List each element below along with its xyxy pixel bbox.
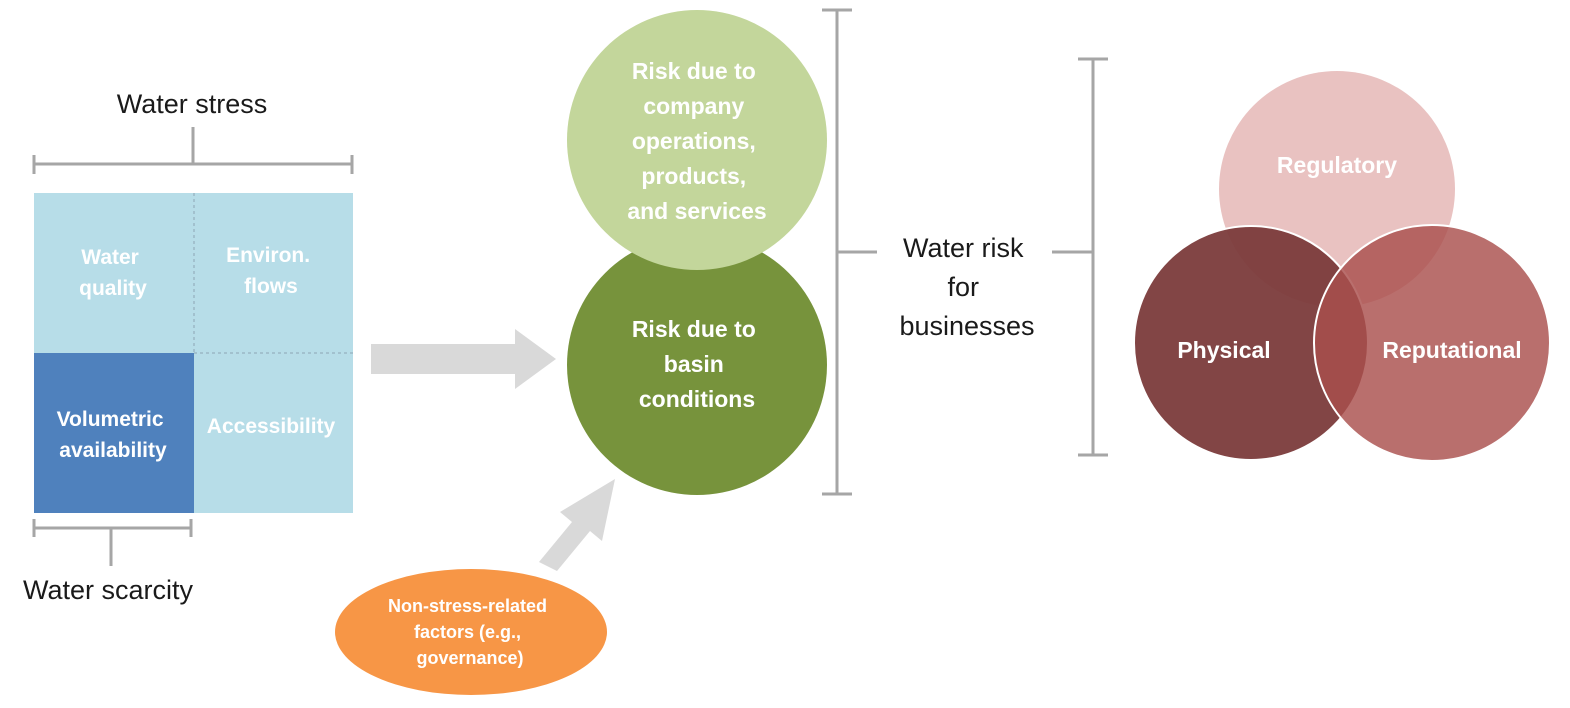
cell-environ-flows-label: Environ. flows	[226, 244, 316, 298]
ellipse-non-stress-factors	[335, 569, 607, 695]
water-scarcity-label: Water scarcity	[23, 575, 194, 605]
cell-accessibility	[194, 353, 353, 513]
non-stress-factors-label: Non-stress-related factors (e.g., govern…	[388, 596, 552, 668]
cell-volumetric-availability-label: Volumetric availability	[57, 408, 170, 462]
circle-reputational	[1313, 224, 1551, 462]
cell-accessibility-label: Accessibility	[207, 415, 336, 438]
circle-basin-conditions	[567, 235, 827, 495]
company-operations-label: Risk due to company operations, products…	[627, 58, 766, 224]
water-stress-matrix: Water stress Water quality Environ. flow…	[23, 89, 354, 605]
water-risk-bracket-left	[822, 8, 877, 496]
cell-water-quality	[34, 193, 194, 353]
water-risk-label: Water risk for businesses	[899, 233, 1034, 341]
circle-company-operations	[567, 10, 827, 270]
cell-volumetric-availability	[34, 353, 194, 513]
business-risk-venn: Regulatory Physical Reputational	[1133, 71, 1551, 462]
basin-conditions-label: Risk due to basin conditions	[632, 316, 762, 412]
water-scarcity-bracket	[32, 519, 193, 566]
water-stress-label: Water stress	[117, 89, 268, 119]
cell-water-quality-label: Water quality	[79, 246, 147, 300]
physical-label: Physical	[1177, 337, 1270, 363]
reputational-label: Reputational	[1382, 337, 1521, 363]
cell-environ-flows	[194, 193, 353, 353]
arrow-right	[371, 329, 556, 389]
water-stress-bracket	[32, 127, 354, 174]
regulatory-label: Regulatory	[1277, 152, 1397, 178]
water-risk-bracket-right	[1052, 57, 1108, 457]
arrow-up-right	[539, 479, 615, 571]
